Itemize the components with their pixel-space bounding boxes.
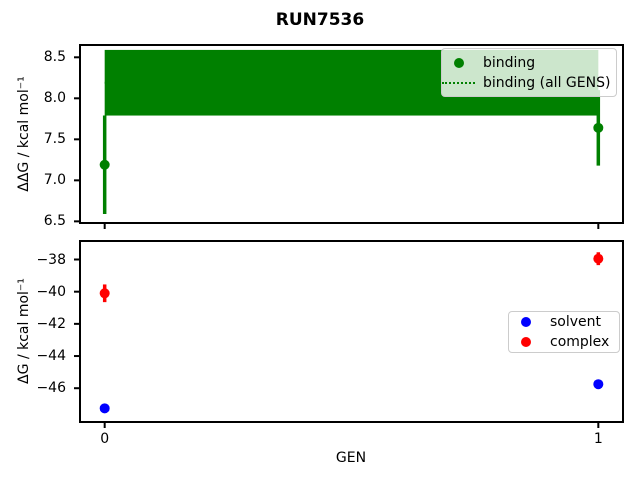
- solvent-data-point: [593, 379, 604, 390]
- x-axis-label: GEN: [335, 450, 367, 466]
- y-tick-label: 7.5: [43, 131, 66, 148]
- y-tick-label: 8.5: [43, 49, 66, 66]
- solvent-dot-icon: [520, 317, 531, 327]
- binding-data-point: [99, 159, 110, 170]
- binding-data-point: [593, 122, 604, 133]
- legend-item-label: solvent: [550, 314, 602, 330]
- axes-frame: [79, 44, 624, 224]
- legend-item-binding: binding: [442, 54, 616, 71]
- dotted-line-icon: [442, 81, 475, 84]
- figure-title: RUN7536: [275, 10, 365, 30]
- legend-item-label: binding: [483, 54, 536, 71]
- complex-data-point: [99, 288, 110, 299]
- legend-item-solvent: solvent: [509, 314, 619, 331]
- y-tick-label: −44: [36, 348, 66, 365]
- axes-frame: [79, 240, 624, 423]
- y-tick-label: 8.0: [43, 90, 66, 107]
- legend-item-binding-all-gens: binding (all GENS): [442, 74, 616, 91]
- y-tick-label: −42: [36, 315, 66, 332]
- top-legend: binding binding (all GENS): [441, 48, 617, 97]
- legend-item-label: binding (all GENS): [483, 74, 611, 91]
- y-tick-label: 7.0: [43, 172, 66, 189]
- y-tick-label: 6.5: [43, 213, 66, 230]
- bottom-legend: solvent complex: [508, 311, 620, 353]
- binding-dot-icon: [453, 57, 464, 68]
- y-tick-label: −38: [36, 251, 66, 268]
- complex-dot-icon: [520, 337, 531, 347]
- legend-item-complex: complex: [509, 334, 619, 351]
- x-tick-label: 1: [593, 431, 603, 447]
- solvent-data-point: [99, 403, 110, 414]
- y-tick-label: −40: [36, 283, 66, 300]
- complex-data-point: [593, 253, 604, 264]
- x-tick-label: 0: [100, 431, 110, 447]
- y-tick-label: −46: [36, 380, 66, 397]
- legend-item-label: complex: [550, 334, 610, 350]
